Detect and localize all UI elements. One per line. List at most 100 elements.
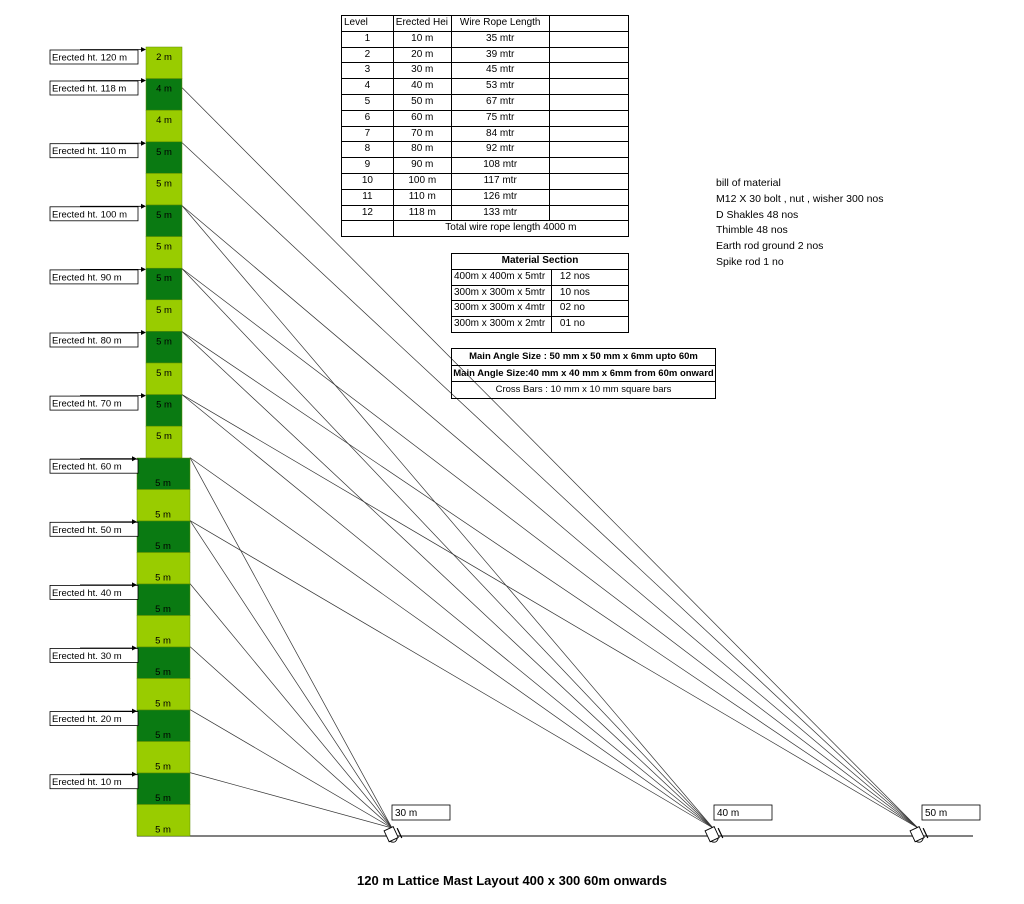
blank-cell xyxy=(548,204,630,222)
height-label-box xyxy=(49,521,139,537)
segment-label: 5 m xyxy=(155,762,171,773)
rope-length-cell: 84 mtr xyxy=(450,125,550,143)
rope-length-cell: 126 mtr xyxy=(450,188,550,206)
height-label: Erected ht. 118 m xyxy=(52,84,126,95)
height-label-box xyxy=(49,774,139,790)
height-label: Erected ht. 40 m xyxy=(52,588,122,599)
mast-segment xyxy=(136,520,191,553)
mast-segment xyxy=(136,804,191,837)
arrow-head-icon xyxy=(132,582,137,588)
rope-length-cell: 35 mtr xyxy=(450,30,550,48)
erected-height-cell: 30 m xyxy=(392,62,452,80)
lower-mast-section: 5 m5 m5 m5 m5 m5 m5 m5 m5 m5 m5 m5 m xyxy=(136,457,191,837)
anchor-distance-label: 40 m xyxy=(717,808,739,819)
arrow-head-icon xyxy=(132,456,137,462)
arrow-head-icon xyxy=(141,47,146,52)
height-label-box xyxy=(49,395,139,411)
height-label-box xyxy=(49,206,139,222)
level-cell: 6 xyxy=(341,109,394,127)
arrow-head-icon xyxy=(132,645,137,651)
erected-height-cell: 100 m xyxy=(392,172,452,190)
blank-cell xyxy=(548,109,630,127)
col-blank xyxy=(548,15,630,32)
height-label-box xyxy=(49,458,139,474)
bill-of-material: bill of material M12 X 30 bolt , nut , w… xyxy=(716,176,884,271)
height-label-box xyxy=(49,49,139,65)
mast-segment xyxy=(136,583,191,616)
segment-label: 5 m xyxy=(155,541,171,552)
mast-segment xyxy=(136,457,191,490)
mast-segment xyxy=(136,678,191,711)
main-angle-spec-2: Main Angle Size:40 mm x 40 mm x 6mm from… xyxy=(452,366,715,382)
erected-height-cell: 70 m xyxy=(392,125,452,143)
rope-length-cell: 108 mtr xyxy=(450,157,550,174)
blank-cell xyxy=(548,30,630,48)
segment-label: 5 m xyxy=(155,793,171,804)
segment-label: 5 m xyxy=(156,431,172,442)
segment-label: 5 m xyxy=(155,667,171,678)
ground-anchor-icon xyxy=(909,826,929,843)
blank-cell xyxy=(548,46,630,64)
section-qty-cell: 10 nos xyxy=(550,284,630,302)
rope-length-cell: 133 mtr xyxy=(450,204,550,222)
height-label: Erected ht. 50 m xyxy=(52,525,122,536)
guy-wire xyxy=(189,646,393,829)
blank-cell xyxy=(548,78,630,95)
height-label-box xyxy=(49,143,139,159)
blank-cell xyxy=(548,93,630,111)
height-label: Erected ht. 80 m xyxy=(52,336,122,347)
mast-segment xyxy=(136,741,191,774)
anchor-distance-label: 50 m xyxy=(925,808,947,819)
level-cell: 12 xyxy=(341,204,394,222)
height-label-box xyxy=(49,332,139,348)
blank-cell xyxy=(548,188,630,206)
segment-label: 5 m xyxy=(155,699,171,710)
guy-wire xyxy=(189,583,393,829)
guy-wire xyxy=(181,205,919,829)
segment-label: 5 m xyxy=(156,147,172,158)
bom-heading: bill of material xyxy=(716,177,781,189)
segment-label: 5 m xyxy=(155,510,171,521)
level-cell: 3 xyxy=(341,62,394,80)
erected-height-cell: 60 m xyxy=(392,109,452,127)
height-label-box xyxy=(49,80,139,96)
blank-cell xyxy=(548,125,630,143)
anchor-distance-box xyxy=(921,804,981,821)
segment-label: 5 m xyxy=(156,210,172,221)
col-level: Level xyxy=(341,15,394,32)
guy-wire xyxy=(189,520,393,829)
level-cell: 1 xyxy=(341,30,394,48)
segment-label: 5 m xyxy=(156,368,172,379)
height-label-box xyxy=(49,648,139,663)
arrow-head-icon xyxy=(132,708,137,714)
mast-segment xyxy=(145,331,183,364)
guy-wire xyxy=(181,142,919,829)
mast-segment xyxy=(136,615,191,648)
guy-wire xyxy=(181,268,714,829)
segment-label: 5 m xyxy=(156,336,172,347)
rope-length-cell: 117 mtr xyxy=(450,172,550,190)
blank-cell xyxy=(548,157,630,174)
main-angle-spec-1: Main Angle Size : 50 mm x 50 mm x 6mm up… xyxy=(452,349,715,366)
level-cell: 4 xyxy=(341,78,394,95)
height-label-box xyxy=(49,585,139,600)
level-cell: 7 xyxy=(341,125,394,143)
arrow-head-icon xyxy=(141,266,146,272)
level-cell: 9 xyxy=(341,157,394,174)
section-size-cell: 300m x 300m x 4mtr xyxy=(451,300,552,318)
arrow-head-icon xyxy=(141,78,146,83)
section-qty-cell: 01 no xyxy=(550,316,630,333)
guy-wire xyxy=(181,331,714,829)
bom-item: Earth rod ground 2 nos xyxy=(716,240,824,253)
